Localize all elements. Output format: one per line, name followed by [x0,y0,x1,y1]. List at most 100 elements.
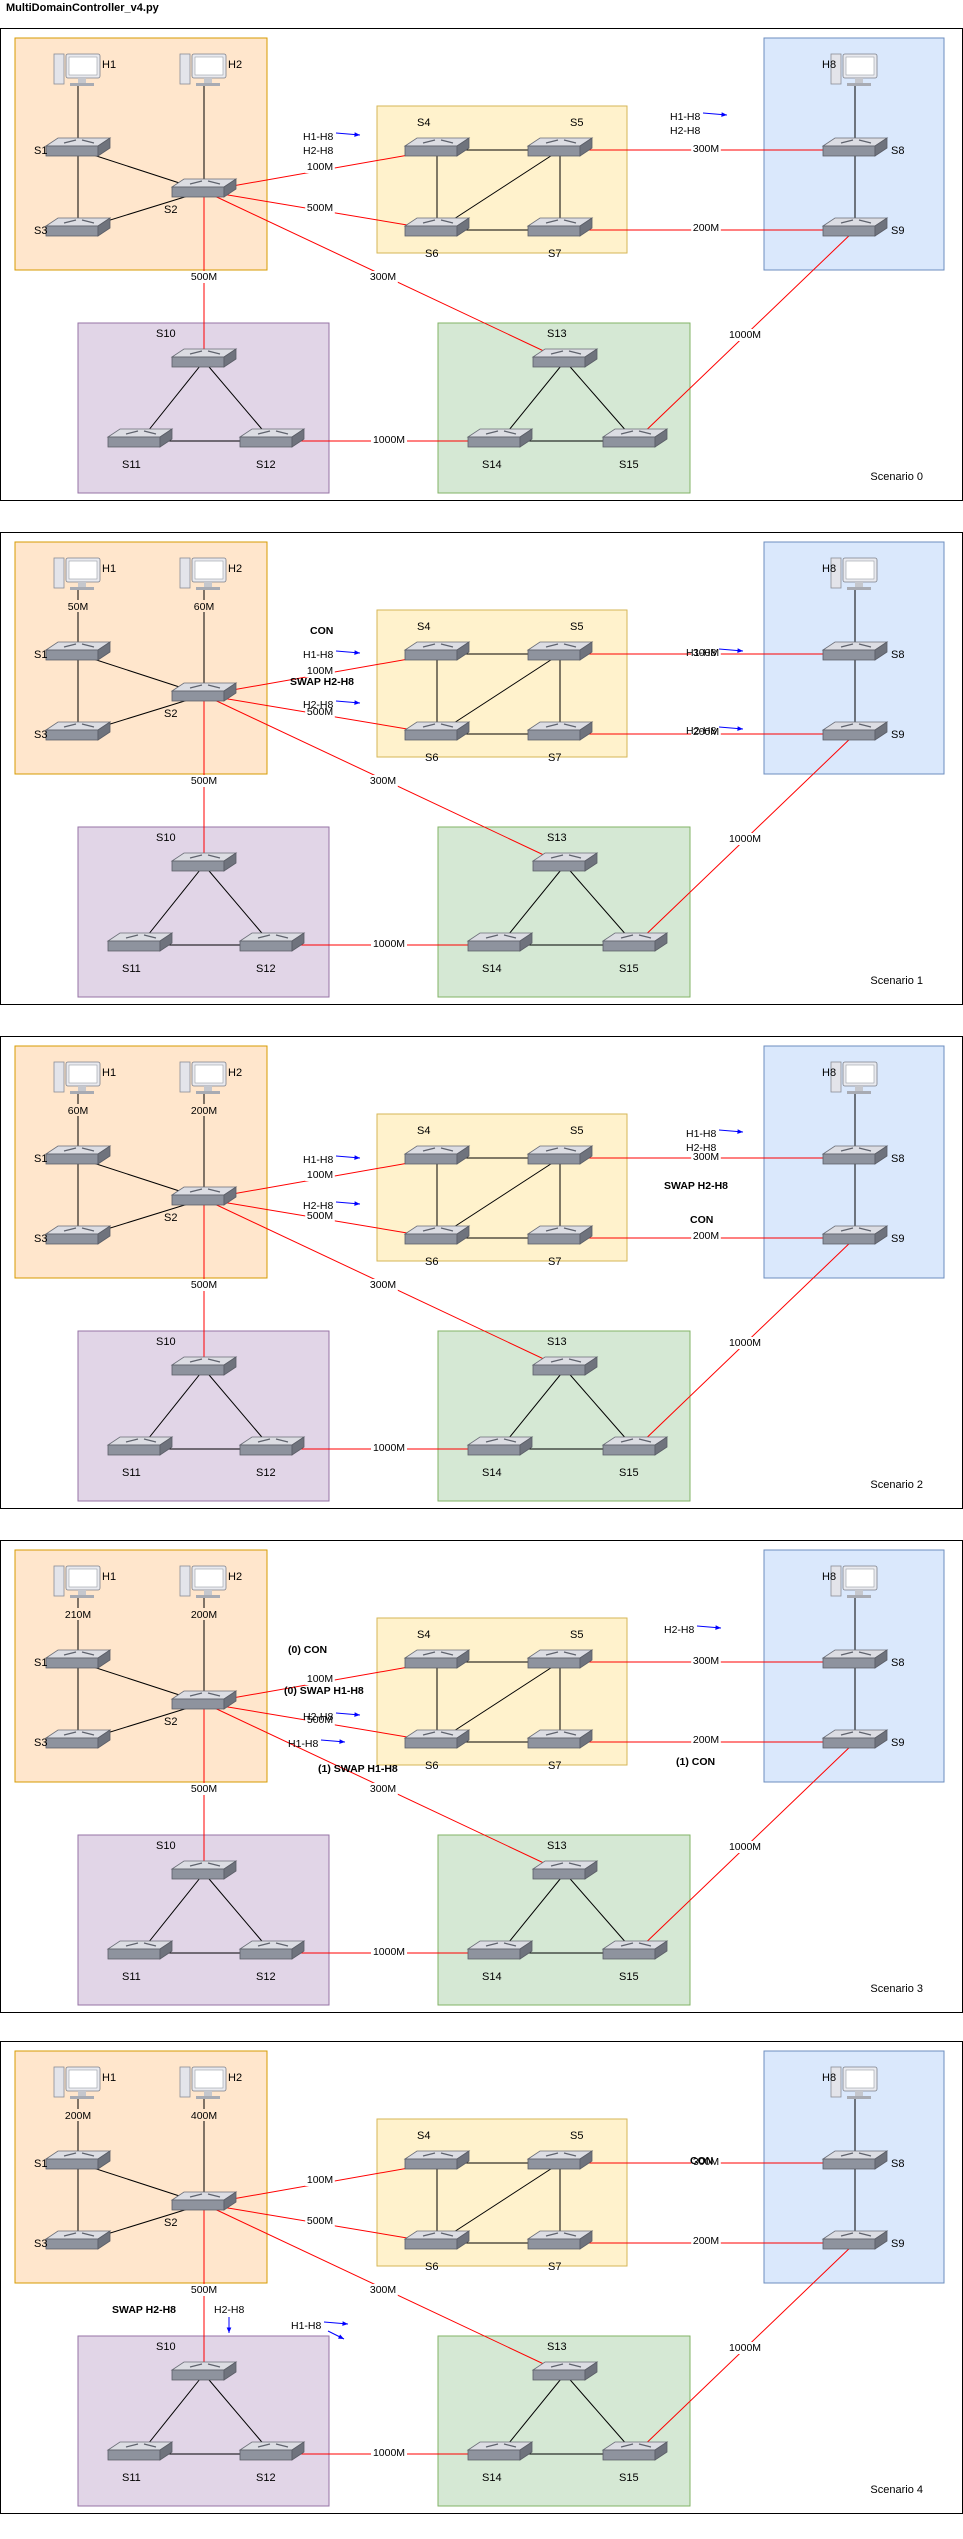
host-h2-icon[interactable] [179,2066,227,2099]
switch-s9-icon[interactable] [821,721,889,741]
switch-s15-icon[interactable] [601,1940,669,1960]
switch-s7-icon[interactable] [526,1225,594,1245]
switch-s8-icon[interactable] [821,1649,889,1669]
host-h8-icon[interactable] [830,1565,878,1598]
switch-s4-icon[interactable] [403,1145,471,1165]
switch-s3-icon[interactable] [44,1225,112,1245]
host-h1-icon[interactable] [53,1061,101,1094]
switch-s14-icon[interactable] [466,932,534,952]
switch-s3-icon[interactable] [44,1729,112,1749]
switch-s11-icon[interactable] [106,428,174,448]
switch-s14-icon[interactable] [466,428,534,448]
switch-s12-icon[interactable] [238,1436,306,1456]
switch-s5-icon[interactable] [526,137,594,157]
switch-s6-icon[interactable] [403,217,471,237]
switch-s14-icon[interactable] [466,2441,534,2461]
switch-s2-icon[interactable] [170,1690,238,1710]
switch-s3-icon[interactable] [44,217,112,237]
switch-s1-icon[interactable] [44,2150,112,2170]
switch-s6-icon[interactable] [403,721,471,741]
host-h1-icon[interactable] [53,53,101,86]
switch-s12-icon[interactable] [238,2441,306,2461]
switch-s5-icon[interactable] [526,1145,594,1165]
switch-s15-icon[interactable] [601,1436,669,1456]
switch-s11-icon[interactable] [106,2441,174,2461]
switch-s4-icon[interactable] [403,641,471,661]
host-h2-icon[interactable] [179,1061,227,1094]
host-h8-icon[interactable] [830,1061,878,1094]
host-h1-icon[interactable] [53,2066,101,2099]
switch-s5-icon[interactable] [526,1649,594,1669]
switch-s8-icon[interactable] [821,2150,889,2170]
switch-s7-icon[interactable] [526,721,594,741]
switch-s4-icon[interactable] [403,2150,471,2170]
switch-s3-icon[interactable] [44,2230,112,2250]
switch-s14-icon[interactable] [466,1436,534,1456]
switch-s6-icon[interactable] [403,1729,471,1749]
link-s13-s15 [564,1872,636,1954]
switch-s15-icon[interactable] [601,428,669,448]
host-h2-icon[interactable] [179,557,227,590]
switch-s4-icon[interactable] [403,137,471,157]
switch-s13-icon[interactable] [531,852,599,872]
switch-s5-icon[interactable] [526,2150,594,2170]
switch-s2-icon[interactable] [170,178,238,198]
switch-s2-icon[interactable] [170,1186,238,1206]
switch-s8-icon[interactable] [821,137,889,157]
switch-s12-icon[interactable] [238,932,306,952]
switch-s10-icon[interactable] [170,1860,238,1880]
switch-s1-icon[interactable] [44,1649,112,1669]
switch-s12-icon[interactable] [238,1940,306,1960]
switch-s7-icon[interactable] [526,217,594,237]
switch-s11-icon[interactable] [106,932,174,952]
switch-s13-icon[interactable] [531,1356,599,1376]
switch-s2-icon[interactable] [170,682,238,702]
switch-s15-icon[interactable] [601,932,669,952]
host-h1-icon[interactable] [53,1565,101,1598]
host-label-h8: H8 [822,2072,836,2084]
switch-s10-icon[interactable] [170,852,238,872]
host-h8-icon[interactable] [830,53,878,86]
host-h2-icon[interactable] [179,53,227,86]
switch-s15-icon[interactable] [601,2441,669,2461]
switch-s13-icon[interactable] [531,348,599,368]
switch-s13-icon[interactable] [531,1860,599,1880]
switch-s5-icon[interactable] [526,641,594,661]
switch-s6-icon[interactable] [403,2230,471,2250]
host-h8-icon[interactable] [830,557,878,590]
switch-s11-icon[interactable] [106,1940,174,1960]
switch-s10-icon[interactable] [170,348,238,368]
switch-s9-icon[interactable] [821,1225,889,1245]
flow-label: H1-H8 [291,2320,322,2332]
switch-s7-icon[interactable] [526,2230,594,2250]
switch-s4-icon[interactable] [403,1649,471,1669]
switch-s6-icon[interactable] [403,1225,471,1245]
switch-s7-icon[interactable] [526,1729,594,1749]
switch-s14-icon[interactable] [466,1940,534,1960]
switch-s2-icon[interactable] [170,2191,238,2211]
switch-s9-icon[interactable] [821,217,889,237]
switch-s11-icon[interactable] [106,1436,174,1456]
flow-label: H2-H8 [670,125,701,137]
action-label: SWAP H2-H8 [112,2304,176,2316]
switch-s13-icon[interactable] [531,2361,599,2381]
host-label-h1: H1 [102,1067,116,1079]
switch-s10-icon[interactable] [170,1356,238,1376]
switch-s1-icon[interactable] [44,137,112,157]
domain-zone-green [437,1834,691,2006]
switch-s3-icon[interactable] [44,721,112,741]
switch-s8-icon[interactable] [821,641,889,661]
switch-s12-icon[interactable] [238,428,306,448]
switch-s1-icon[interactable] [44,1145,112,1165]
switch-s9-icon[interactable] [821,2230,889,2250]
switch-s1-icon[interactable] [44,641,112,661]
link-label-s5-s8: 300M [693,647,719,659]
link-label-bg [189,775,219,787]
switch-s10-icon[interactable] [170,2361,238,2381]
host-h1-icon[interactable] [53,557,101,590]
host-h8-icon[interactable] [830,2066,878,2099]
switch-s9-icon[interactable] [821,1729,889,1749]
host-h2-icon[interactable] [179,1565,227,1598]
switch-label-s11: S11 [122,1467,141,1479]
switch-s8-icon[interactable] [821,1145,889,1165]
